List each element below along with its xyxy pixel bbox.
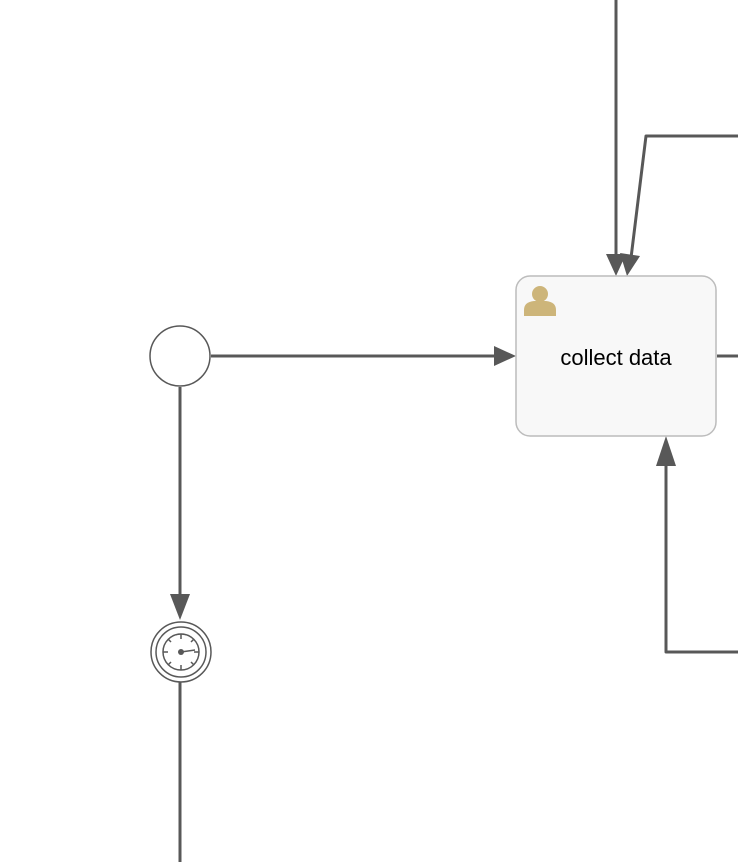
flow-arrowhead: [620, 253, 640, 276]
flow-loop-back-to-task[interactable]: [656, 436, 738, 654]
flow-upper-right-to-task[interactable]: [620, 134, 738, 276]
flow-arrowhead: [606, 254, 626, 276]
flow-arrowhead: [656, 436, 676, 466]
start-event[interactable]: [149, 325, 211, 387]
task-label: collect data: [560, 345, 672, 370]
flow-arrowhead: [494, 346, 516, 366]
flow-arrowhead: [170, 594, 190, 620]
clock-icon: [162, 633, 200, 671]
flow-start-to-task[interactable]: [211, 346, 516, 366]
flow-start-to-timer[interactable]: [170, 387, 190, 620]
task-box[interactable]: [515, 275, 717, 437]
flow-top-to-task[interactable]: [606, 0, 626, 276]
timer-event[interactable]: [150, 621, 212, 683]
task-collect-data[interactable]: collect data: [515, 275, 717, 437]
user-icon: [524, 286, 556, 316]
